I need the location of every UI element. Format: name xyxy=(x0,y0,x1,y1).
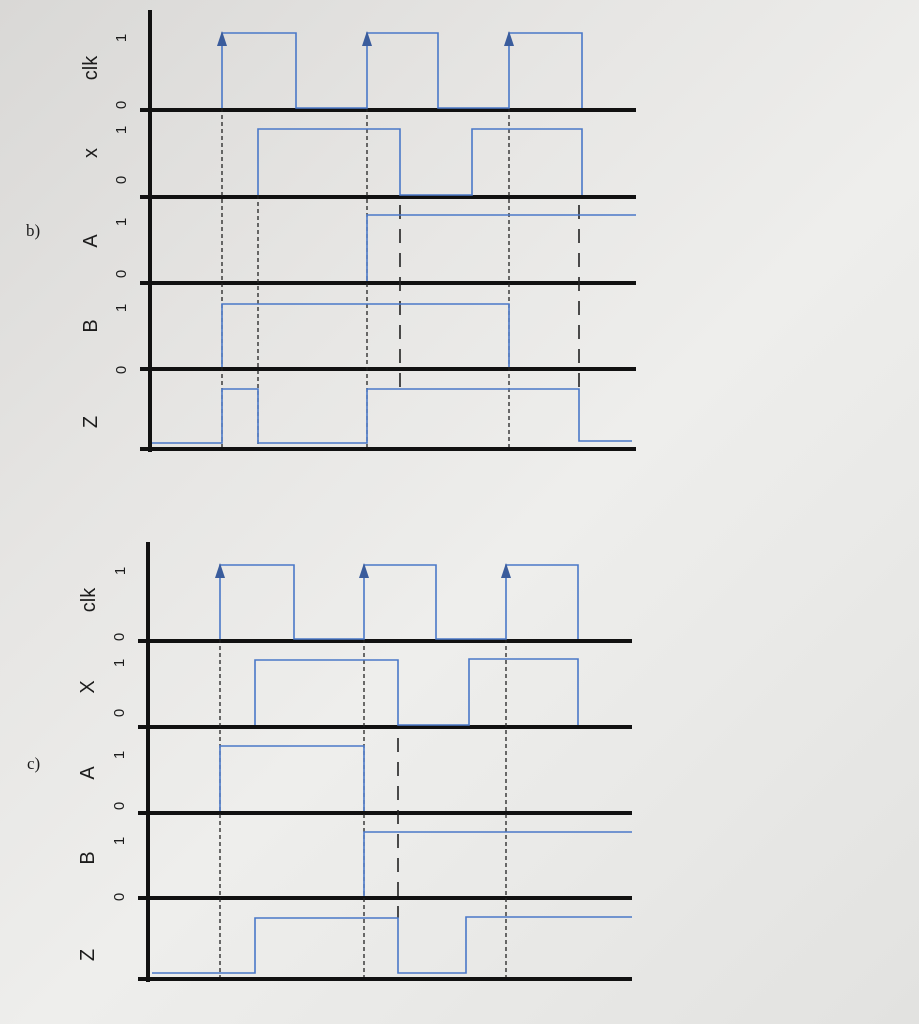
signal-name-a-c: A xyxy=(77,766,99,780)
timing-diagram-b: b) clk x A B Z 1 0 1 0 1 0 1 0 xyxy=(26,10,636,452)
signal-name-x-c: X xyxy=(77,680,99,693)
waveform-z-c xyxy=(152,916,632,974)
level-high-clk-b: 1 xyxy=(113,34,130,42)
clock-edge-arrow-b-2 xyxy=(362,31,372,46)
timing-diagram-c: c) clk X A B Z 1 0 1 0 1 0 1 0 xyxy=(27,542,632,982)
signal-name-b-c: B xyxy=(77,851,99,864)
waveform-x-b xyxy=(257,128,583,196)
clock-edge-arrow-b-3 xyxy=(504,31,514,46)
signal-name-clk-c: clk xyxy=(78,587,100,612)
signal-name-x-b: x xyxy=(80,148,102,158)
signal-name-b-b: B xyxy=(80,319,102,332)
part-label-b: b) xyxy=(26,221,40,240)
level-high-clk-c: 1 xyxy=(112,567,129,575)
level-low-x-c: 0 xyxy=(111,709,128,717)
waveform-clk-b xyxy=(221,32,583,109)
level-high-x-b: 1 xyxy=(113,126,130,134)
level-low-x-b: 0 xyxy=(113,176,130,184)
level-low-b-c: 0 xyxy=(111,893,128,901)
level-low-a-c: 0 xyxy=(111,802,128,810)
level-high-a-b: 1 xyxy=(113,218,130,226)
signal-name-a-b: A xyxy=(80,234,102,248)
clock-edge-arrow-c-2 xyxy=(359,563,369,578)
level-low-a-b: 0 xyxy=(113,270,130,278)
level-high-b-b: 1 xyxy=(113,304,130,312)
clock-edge-arrow-c-3 xyxy=(501,563,511,578)
part-label-c: c) xyxy=(27,754,40,773)
signal-name-clk-b: clk xyxy=(80,55,102,80)
waveform-a-b xyxy=(366,214,636,281)
level-high-x-c: 1 xyxy=(111,659,128,667)
signal-name-z-b: Z xyxy=(80,416,102,428)
level-low-clk-c: 0 xyxy=(111,633,128,641)
level-low-b-b: 0 xyxy=(113,366,130,374)
waveform-b-b xyxy=(221,303,510,367)
waveform-b-c xyxy=(363,831,632,896)
waveform-a-c xyxy=(219,745,365,811)
waveform-clk-c xyxy=(219,564,579,640)
level-high-a-c: 1 xyxy=(111,751,128,759)
level-high-b-c: 1 xyxy=(111,837,128,845)
waveform-x-c xyxy=(254,658,579,726)
level-low-clk-b: 0 xyxy=(113,101,130,109)
waveform-z-b xyxy=(152,388,632,444)
clock-edge-arrow-b-1 xyxy=(217,31,227,46)
signal-name-z-c: Z xyxy=(77,949,99,961)
clock-edge-arrow-c-1 xyxy=(215,563,225,578)
